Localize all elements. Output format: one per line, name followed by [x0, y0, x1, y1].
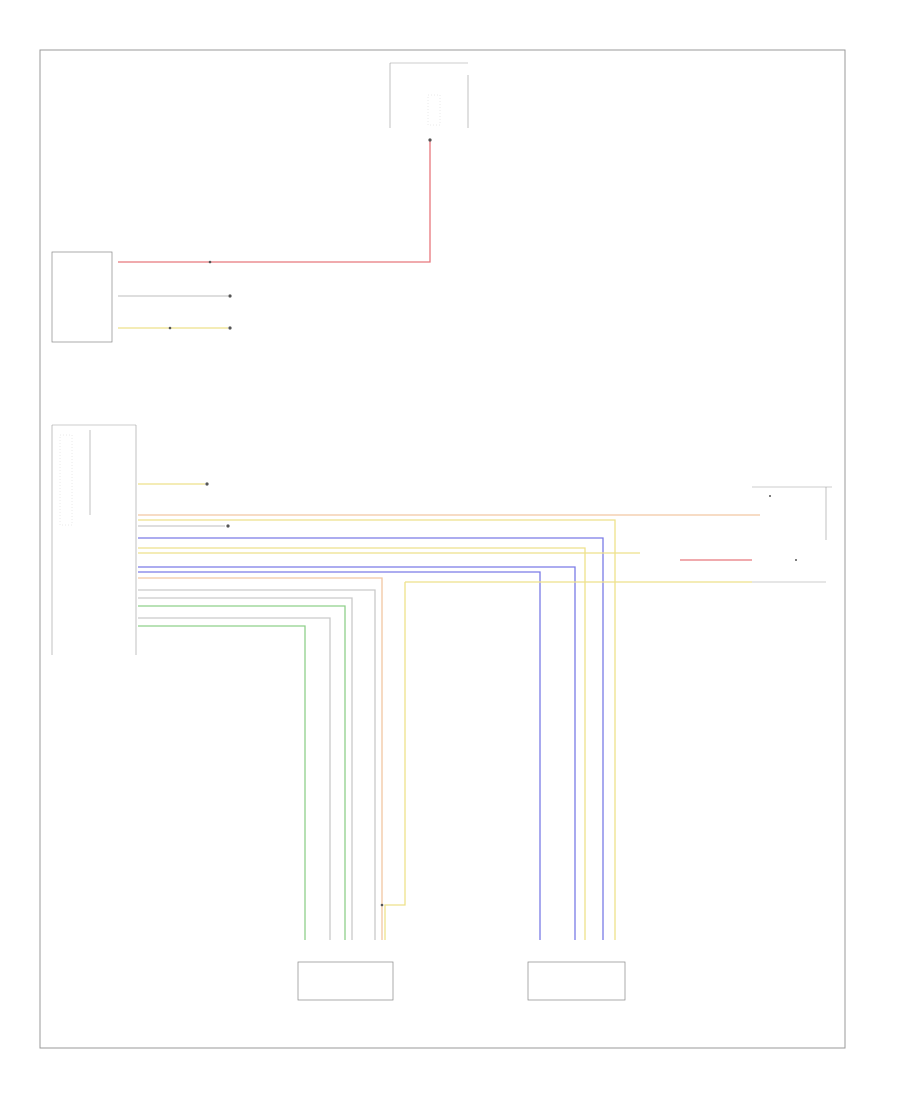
- right-component: [752, 486, 832, 583]
- wire-grey-bl-1: [138, 589, 376, 940]
- wire-orange-bl: [138, 577, 383, 940]
- wire-green-2: [138, 625, 306, 940]
- wire-green-1: [138, 605, 346, 940]
- wire-yellow-1: [138, 547, 586, 940]
- top-component: [389, 62, 469, 128]
- page-frame: [39, 49, 846, 1049]
- bottom-right-component: [527, 961, 626, 1001]
- wire-blue-1: [138, 537, 604, 940]
- wire-yellow-bl: [384, 581, 640, 940]
- nodes: [168, 138, 432, 907]
- left-upper-component: [51, 251, 113, 343]
- wire-red: [118, 140, 431, 263]
- wire-blue-2: [138, 566, 576, 940]
- left-main-component: [51, 424, 137, 655]
- wire-blue-3: [138, 571, 541, 940]
- wire-grey-bl-2: [138, 597, 353, 940]
- left-main-pin-marks: [59, 434, 73, 526]
- wire-yellow-br: [138, 519, 616, 940]
- bottom-left-component: [297, 961, 394, 1001]
- top-component-pin-marks: [427, 94, 441, 126]
- wire-grey-bottom: [138, 617, 331, 940]
- wires: [118, 140, 760, 940]
